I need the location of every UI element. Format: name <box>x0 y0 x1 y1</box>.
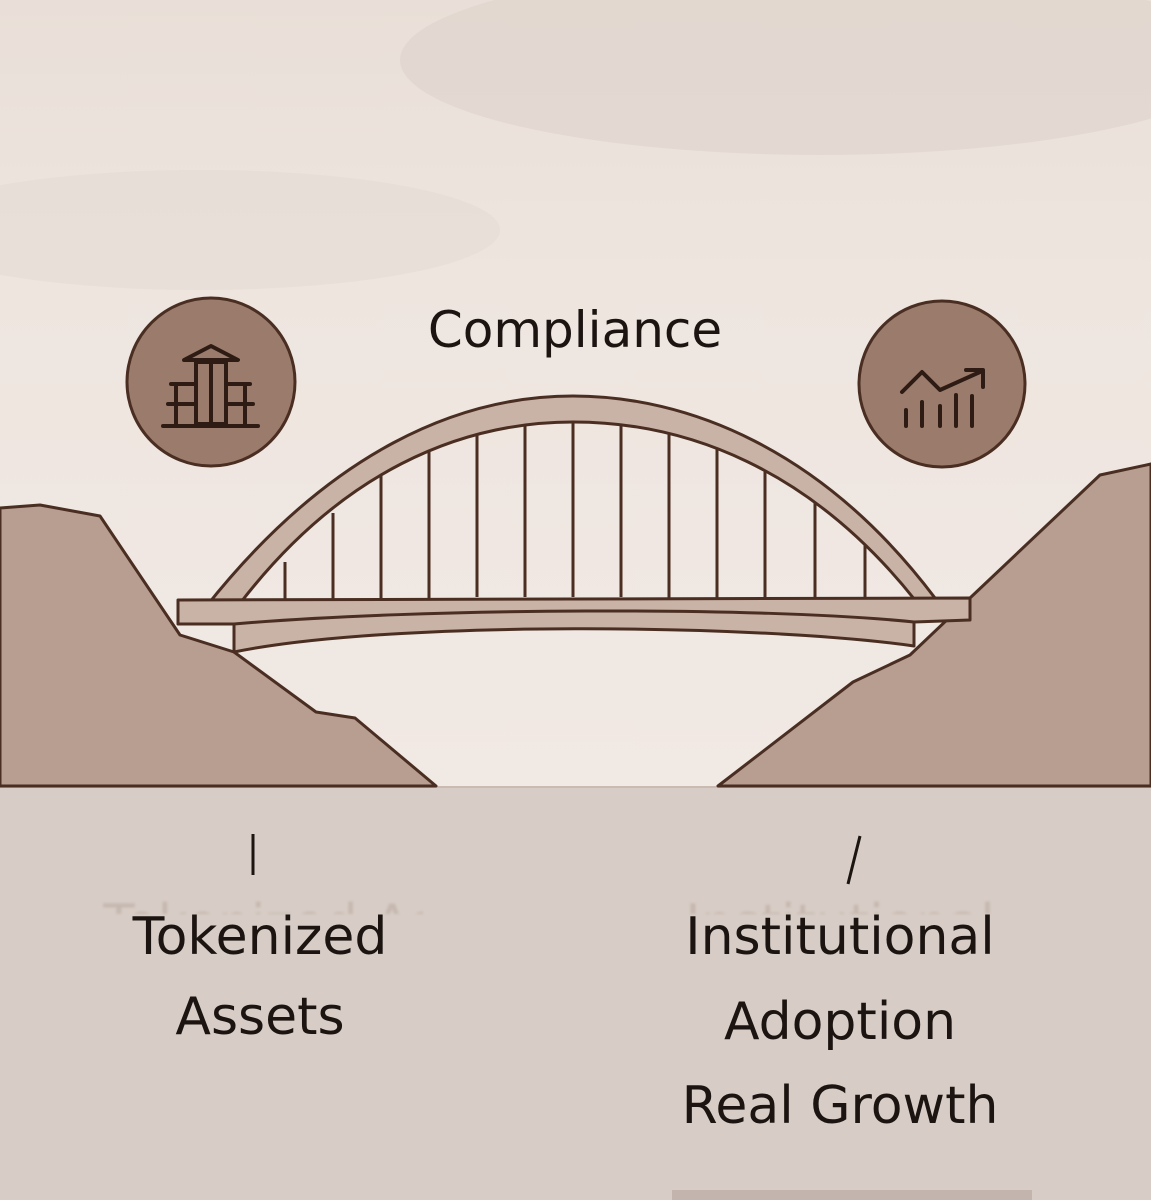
right-label-line2: Adoption <box>723 992 957 1052</box>
bridge-deck <box>176 596 972 654</box>
ground <box>0 786 1151 1200</box>
right-label-line1: Institutional <box>685 907 995 967</box>
right-label-line3: Real Growth <box>681 1076 999 1136</box>
page-title: Compliance <box>427 301 723 359</box>
sky-shadow <box>0 170 500 290</box>
left-label-ghost: Tokenized Assets <box>103 892 423 914</box>
bank-building-icon <box>125 296 297 468</box>
bridge-hangers <box>283 421 867 603</box>
left-label: Tokenized Assets <box>132 907 388 1047</box>
right-label-ghost: Institutional <box>655 892 1025 914</box>
deck-inner-edge <box>233 609 915 626</box>
growth-chart-icon <box>857 299 1027 469</box>
right-tick-mark <box>846 835 862 885</box>
bottom-artifact <box>672 1190 1032 1200</box>
right-cliff <box>716 462 1151 788</box>
left-cliff <box>0 503 438 788</box>
sky-shadow <box>400 0 1151 155</box>
